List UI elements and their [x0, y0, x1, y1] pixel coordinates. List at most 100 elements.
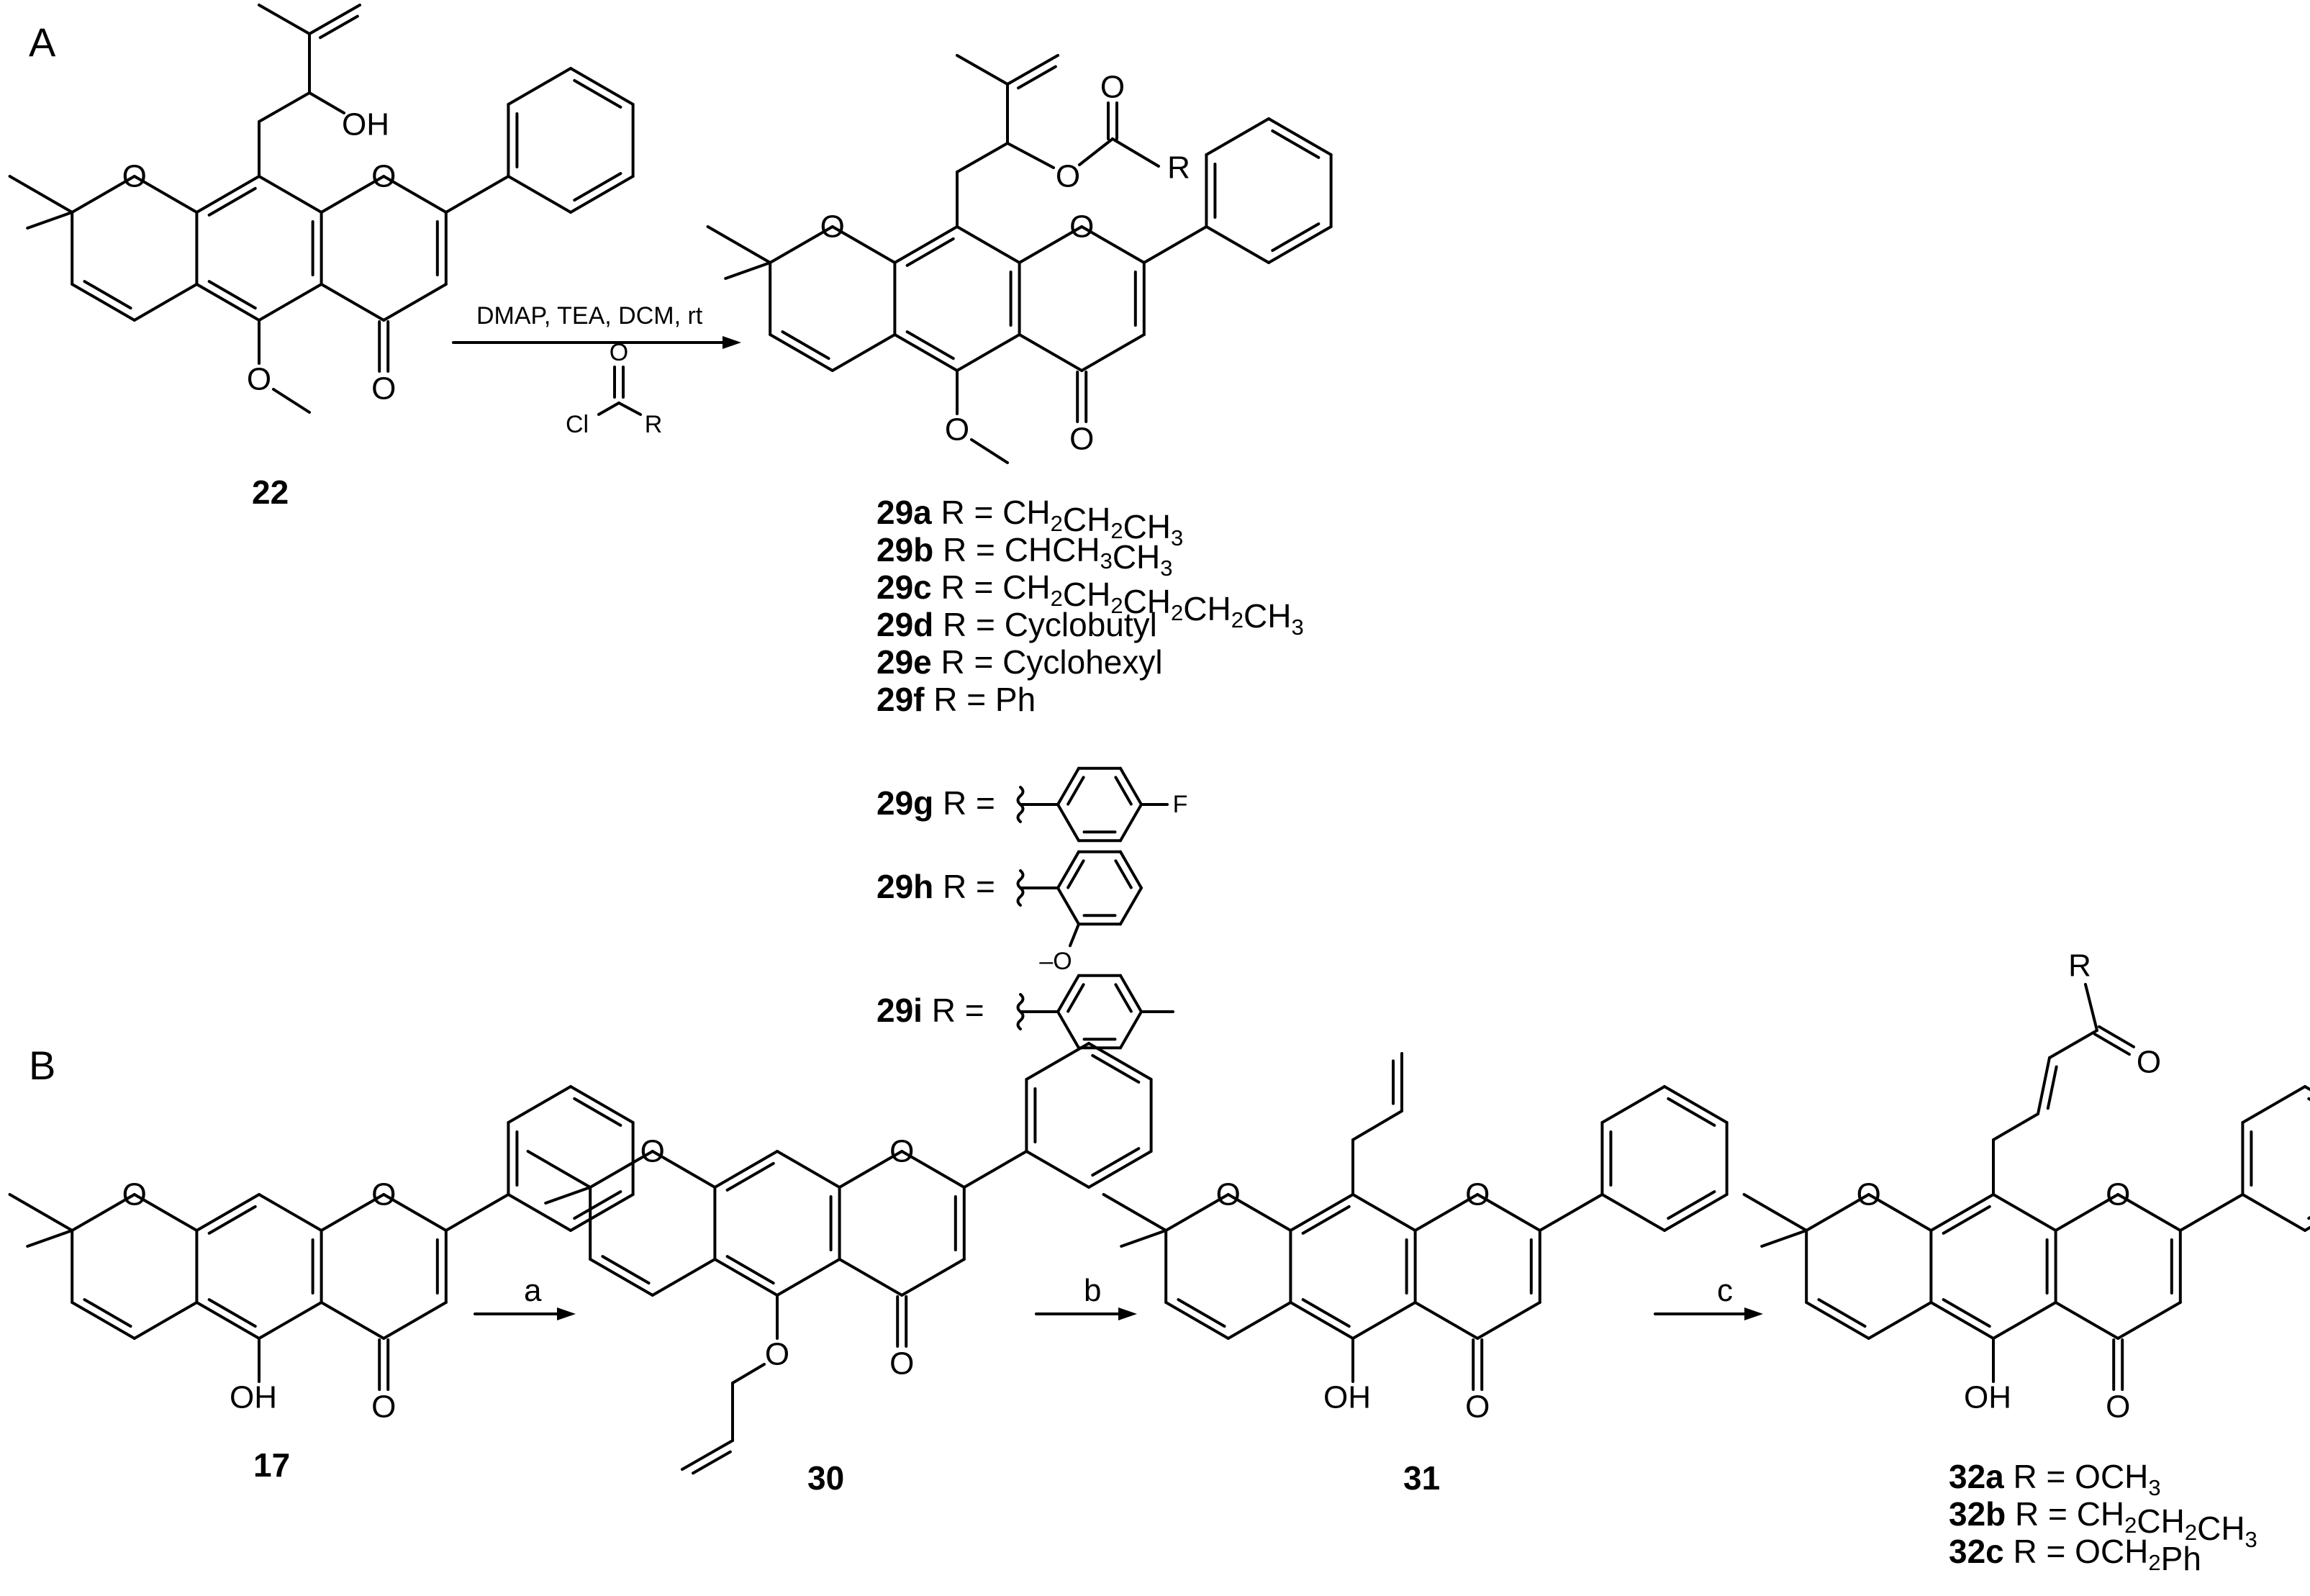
- carbonyl-oxygen-atom: O: [2106, 1389, 2130, 1425]
- hydroxyl-label: OH: [342, 107, 389, 142]
- phenyl-bond: [569, 1193, 635, 1232]
- substituent-text: R = OCH: [2014, 1458, 2149, 1495]
- hydroxyl-label: OH: [1964, 1380, 2011, 1415]
- pyranone-bond: [1018, 225, 1084, 264]
- chromene-bond: [1164, 1301, 1230, 1340]
- phenyl-bond: [2241, 1085, 2307, 1124]
- substituent-entry: 32c R = OCH2Ph: [1949, 1533, 2201, 1577]
- ester-bond: [1111, 137, 1160, 168]
- central-benzene-bond: [1942, 1298, 1991, 1328]
- central-benzene-bond: [956, 225, 1021, 264]
- ring-oxygen-atom: O: [889, 1134, 914, 1169]
- enone-double-bond: [2046, 1065, 2058, 1110]
- enone-carbonyl-bond: [2098, 1025, 2136, 1048]
- pyranone-bond: [1476, 1301, 1541, 1340]
- reagent-bond: [597, 402, 620, 416]
- ester-bond: [1078, 137, 1114, 166]
- phenyl-bond: [1600, 1193, 1667, 1232]
- phenyl-bond: [507, 175, 573, 214]
- substituent-text: R = CH: [2015, 1495, 2124, 1533]
- central-benzene-bond: [207, 280, 257, 310]
- phenyl-bond: [1267, 225, 1333, 264]
- reaction-arrow-b-a-head: [557, 1307, 576, 1320]
- carbonyl-oxygen-atom: O: [371, 1389, 396, 1425]
- compound-id: 32c: [1949, 1533, 2014, 1570]
- pyranone-bond: [320, 1301, 386, 1340]
- central-benzene-bond: [893, 225, 959, 264]
- chromene-bond: [1226, 1193, 1292, 1232]
- substituent-text: CH: [1123, 583, 1171, 620]
- methyl-bond: [526, 1150, 592, 1189]
- fluorine-atom: F: [1173, 791, 1188, 818]
- pyranone-bond: [2054, 1193, 2120, 1232]
- pyranone-bond: [1476, 1193, 1541, 1232]
- methoxy-bond: [272, 388, 311, 414]
- chromene-bond: [651, 1258, 717, 1297]
- aryl-ring-bond: [1056, 974, 1080, 1013]
- central-benzene-bond: [713, 1150, 779, 1189]
- central-benzene-bond: [776, 1258, 841, 1297]
- chromene-bond: [71, 283, 136, 322]
- compound-id: 29g: [877, 784, 943, 822]
- pyranone-bond: [838, 1258, 904, 1297]
- panel-b-label: B: [29, 1043, 55, 1088]
- ring-oxygen-atom: O: [820, 209, 845, 245]
- subscript: 3: [1160, 556, 1172, 581]
- pyranone-bond: [382, 1193, 448, 1232]
- compound-30-label: 30: [807, 1459, 844, 1497]
- phenyl-bond: [573, 78, 622, 109]
- chlorine-atom: Cl: [566, 411, 589, 438]
- chromene-bond: [1805, 1301, 1870, 1340]
- methyl-bond: [544, 1186, 592, 1205]
- central-benzene-bond: [893, 333, 959, 372]
- compound-id: 29c: [877, 568, 941, 606]
- subscript: 2: [1171, 600, 1183, 625]
- chromene-bond: [769, 225, 834, 264]
- enone-double-bond: [2037, 1056, 2051, 1115]
- phenyl-bond: [507, 1085, 573, 1124]
- step-c-label: c: [1717, 1273, 1733, 1308]
- central-benzene-bond: [1992, 1301, 2057, 1340]
- central-benzene-bond: [776, 1150, 841, 1189]
- phenyl-bond: [1087, 1042, 1153, 1081]
- subscript: 3: [2245, 1527, 2257, 1552]
- reagent-bond: [617, 402, 642, 416]
- carbonyl-oxygen-atom: O: [889, 1346, 914, 1382]
- phenyl-bond: [569, 67, 635, 106]
- subscript: 3: [1291, 615, 1303, 640]
- aryl-ring-bond: [1119, 1010, 1143, 1050]
- chromene-bond: [71, 175, 136, 214]
- phenyl-link-bond: [1142, 225, 1208, 264]
- chromene-bond: [1164, 1193, 1230, 1232]
- reagent-r-group: R: [645, 411, 663, 438]
- phenyl-link-bond: [962, 1150, 1028, 1189]
- allyl-bond: [1351, 1110, 1403, 1141]
- substituent-text: CH: [1244, 597, 1291, 635]
- subscript: 2: [2148, 1550, 2160, 1575]
- phenyl-bond: [507, 67, 573, 106]
- substituent-entry: 29a R = CH2CH2CH3: [877, 494, 1183, 550]
- central-benzene-bond: [195, 175, 261, 214]
- subscript: 2: [1051, 511, 1063, 536]
- substituent-text: R = Cyclohexyl: [941, 643, 1163, 681]
- phenyl-bond: [1600, 1085, 1667, 1124]
- chromene-bond: [830, 225, 897, 264]
- substituent-text: R = OCH: [2014, 1533, 2149, 1570]
- subscript: 2: [2124, 1513, 2137, 1538]
- chromene-bond: [1177, 1298, 1226, 1328]
- substituent-text: R =: [932, 992, 984, 1029]
- ester-carbonyl-oxygen-atom: O: [1100, 70, 1125, 105]
- subscript: 2: [2185, 1520, 2197, 1545]
- chromene-bond: [601, 1255, 651, 1285]
- substituent-text: R = CHCH: [943, 531, 1100, 568]
- substituent-entry: 32a R = OCH3: [1949, 1458, 2161, 1500]
- enone-chain-bond: [2048, 1029, 2098, 1059]
- chromene-bond: [830, 333, 897, 372]
- phenyl-bond: [2304, 1225, 2310, 1232]
- aryl-ring-bond: [1119, 887, 1143, 926]
- chromene-bond: [1867, 1193, 1933, 1232]
- phenyl-bond: [2304, 1085, 2310, 1092]
- methyl-bond: [8, 1193, 74, 1232]
- aryl-ring-bond: [1066, 776, 1085, 806]
